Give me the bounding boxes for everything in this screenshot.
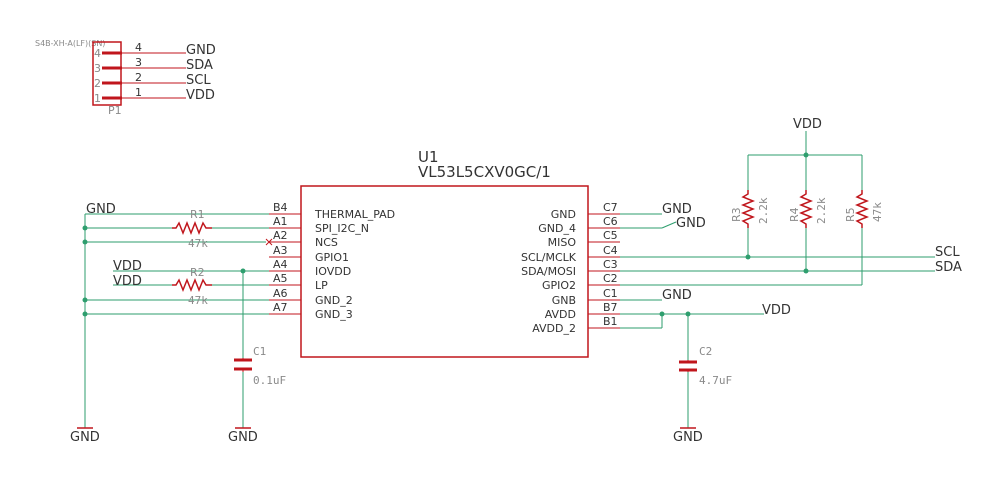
c1-ref: C1	[253, 345, 266, 358]
gnd-symbol-c1: GND	[228, 427, 258, 445]
connector-net-scl: SCL	[186, 73, 211, 88]
r5-ref: R5	[844, 207, 857, 222]
net-label-scl: SCL	[935, 245, 960, 260]
net-label-vdd-pullup: VDD	[793, 117, 822, 132]
connector-pin-inner-4: 4	[94, 47, 101, 60]
connector-net-vdd: VDD	[186, 88, 215, 103]
r2-ref: R2	[190, 266, 205, 279]
u1-pin-a7-num: A7	[273, 301, 288, 314]
net-label-vdd-lp: VDD	[113, 274, 142, 289]
u1-pin-b1-num: B1	[603, 315, 618, 328]
u1-pin-c7-num: C7	[603, 201, 618, 214]
u1-pin-c3-name: SDA/MOSI	[521, 265, 576, 278]
connector-pin-inner-2: 2	[94, 77, 101, 90]
r3-ref: R3	[730, 207, 743, 222]
u1-pin-c5-name: MISO	[548, 236, 577, 249]
r3-value: 2.2k	[757, 197, 770, 224]
r4-ref: R4	[788, 207, 801, 222]
resistor-r5: R5 47k	[844, 190, 884, 228]
u1-pin-a3-num: A3	[273, 244, 288, 257]
u1-pin-a6-name: GND_2	[315, 294, 353, 307]
r5-value: 47k	[871, 202, 884, 222]
connector-body	[92, 41, 122, 106]
connector-net-sda: SDA	[186, 58, 213, 73]
u1-pin-b7-name: AVDD	[545, 308, 576, 321]
resistor-r3: R3 2.2k	[730, 190, 770, 228]
u1-pin-b1-name: AVDD_2	[532, 322, 576, 335]
u1-pin-c1-num: C1	[603, 287, 618, 300]
gnd-label-left: GND	[70, 430, 100, 445]
r2-value: 47k	[188, 294, 208, 307]
connector-pin-2-num: 2	[135, 71, 142, 84]
u1-pin-c2-num: C2	[603, 272, 618, 285]
net-label-sda: SDA	[935, 260, 962, 275]
u1-pin-b4-num: B4	[273, 201, 288, 214]
net-label-vdd-iovdd: VDD	[113, 259, 142, 274]
u1-ref: U1	[418, 148, 439, 166]
gnd-label-c2: GND	[673, 430, 703, 445]
r1-value: 47k	[188, 237, 208, 250]
gnd-symbol-left: GND	[70, 427, 100, 445]
u1-pin-b4-name: THERMAL_PAD	[314, 208, 395, 221]
u1-pin-a1-name: SPI_I2C_N	[315, 222, 369, 235]
gnd-symbol-c2: GND	[673, 427, 703, 445]
connector-pin-inner-3: 3	[94, 62, 101, 75]
connector-pin-1-num: 1	[135, 86, 142, 99]
connector-pin-4-num: 4	[135, 41, 142, 54]
u1-pin-c3-num: C3	[603, 258, 618, 271]
left-wires	[84, 213, 269, 428]
u1-pin-a5-num: A5	[273, 272, 288, 285]
ic-u1: U1 VL53L5CXV0GC/1 B4 THERMA	[265, 148, 620, 358]
u1-pin-a6-num: A6	[273, 287, 288, 300]
right-wires	[620, 131, 935, 428]
capacitor-c2: C2 4.7uF	[679, 345, 732, 387]
net-label-gnd-c6: GND	[676, 216, 706, 231]
u1-pin-a7-name: GND_3	[315, 308, 353, 321]
resistor-r1: R1 47k	[172, 208, 212, 250]
u1-pin-b7-num: B7	[603, 301, 618, 314]
c1-value: 0.1uF	[253, 374, 286, 387]
u1-pin-a1-num: A1	[273, 215, 288, 228]
u1-pin-c6-num: C6	[603, 215, 618, 228]
u1-pin-c1-name: GNB	[552, 294, 576, 307]
u1-pin-c2-name: GPIO2	[542, 279, 576, 292]
connector-pin-3-num: 3	[135, 56, 142, 69]
capacitor-c1: C1 0.1uF	[234, 345, 286, 387]
u1-pin-a3-name: GPIO1	[315, 251, 349, 264]
c2-value: 4.7uF	[699, 374, 732, 387]
resistor-r4: R4 2.2k	[788, 190, 828, 228]
u1-value: VL53L5CXV0GC/1	[418, 163, 551, 181]
net-label-gnd-left: GND	[86, 202, 116, 217]
u1-pin-c6-name: GND_4	[538, 222, 576, 235]
u1-pin-a5-name: LP	[315, 279, 328, 292]
u1-pin-c7-name: GND	[551, 208, 576, 221]
u1-pin-a4-name: IOVDD	[315, 265, 351, 278]
right-junctions	[659, 152, 809, 317]
left-junctions	[82, 225, 246, 317]
r1-ref: R1	[190, 208, 205, 221]
connector-pin-inner-1: 1	[94, 92, 101, 105]
net-label-vdd-avdd: VDD	[762, 303, 791, 318]
net-label-gnd-c1: GND	[662, 288, 692, 303]
u1-pin-c5-num: C5	[603, 229, 618, 242]
c2-ref: C2	[699, 345, 712, 358]
resistor-r2: R2 47k	[172, 266, 212, 307]
u1-pin-a2-name: NCS	[315, 236, 338, 249]
no-connect-marker	[265, 238, 273, 246]
connector-p1: S4B-XH-A(LF)(SN) P1 4 4 GND 3 3 SDA 2 2 …	[35, 39, 216, 117]
connector-title: S4B-XH-A(LF)(SN)	[35, 39, 105, 48]
u1-pin-c4-num: C4	[603, 244, 618, 257]
r4-value: 2.2k	[815, 197, 828, 224]
u1-pin-a2-num: A2	[273, 229, 288, 242]
connector-ref: P1	[108, 104, 122, 117]
gnd-label-c1: GND	[228, 430, 258, 445]
u1-pin-a4-num: A4	[273, 258, 288, 271]
connector-net-gnd: GND	[186, 43, 216, 58]
net-label-gnd-c7: GND	[662, 202, 692, 217]
u1-pin-c4-name: SCL/MCLK	[521, 251, 577, 264]
